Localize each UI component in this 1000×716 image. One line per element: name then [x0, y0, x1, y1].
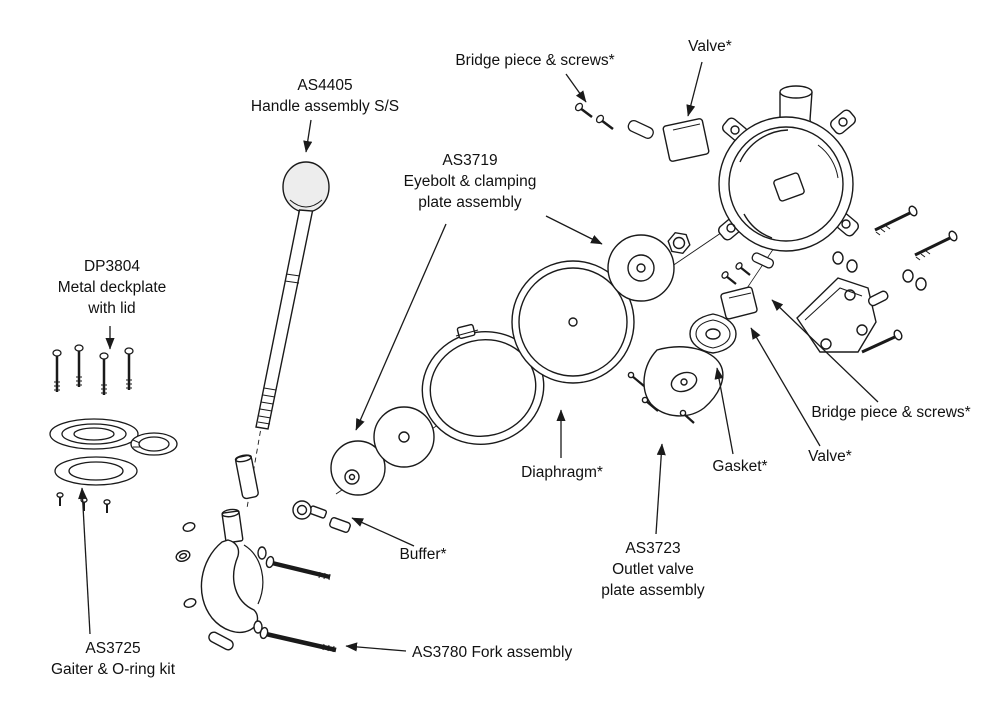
arrow-valve-top: [686, 61, 703, 117]
arrow-handle: [303, 119, 313, 153]
arrow-bridge-right: [771, 299, 879, 403]
top-valve-drawing: [662, 118, 710, 162]
label-diaphragm: Diaphragm*: [521, 464, 603, 481]
deckplate-drawing: [49, 344, 178, 513]
label-valve-top: Valve*: [688, 38, 732, 55]
diaphragm-drawing: [511, 260, 635, 384]
right-bridge-screws-drawing: [721, 252, 774, 285]
bracket-assembly-drawing: [796, 205, 958, 354]
label-gasket: Gasket*: [712, 458, 768, 475]
leader-arrows: [78, 61, 879, 652]
top-bridge-screws-drawing: [574, 102, 654, 139]
gasket-drawing: [689, 313, 737, 354]
arrow-outlet: [655, 443, 666, 535]
label-deckplate: DP3804 Metal deckplate with lid: [57, 258, 167, 317]
arrow-valve-right: [750, 327, 821, 447]
arrow-eyebolt-right: [545, 215, 603, 245]
fork-assembly-drawing: [175, 508, 337, 653]
eyebolt-washers-drawing: [330, 406, 435, 496]
arrow-bridge-top: [565, 73, 587, 103]
arrow-fork: [345, 642, 407, 652]
label-eyebolt-assembly: AS3719 Eyebolt & clamping plate assembly: [403, 152, 537, 211]
label-valve-right: Valve*: [808, 448, 852, 465]
pump-body-drawing: [718, 85, 859, 252]
label-buffer: Buffer*: [399, 546, 447, 563]
label-fork-assembly: AS3780 Fork assembly: [412, 644, 573, 661]
label-handle-assembly: AS4405 Handle assembly S/S: [195, 75, 455, 117]
label-handle-name: Handle assembly S/S: [250, 98, 400, 115]
arrow-gaiter: [78, 487, 91, 635]
label-bridge-top: Bridge piece & screws*: [455, 52, 615, 69]
handle-assembly-drawing: [234, 161, 330, 500]
right-valve-drawing: [720, 286, 758, 320]
clamping-plate-drawing: [607, 231, 691, 302]
buffer-drawing: [292, 500, 351, 533]
arrow-gasket: [714, 367, 734, 455]
label-outlet-valve-plate: AS3723 Outlet valve plate assembly: [601, 540, 705, 599]
clamp-ring-drawing: [421, 323, 545, 446]
label-handle-code: AS4405: [297, 77, 353, 94]
arrow-buffer: [351, 517, 415, 547]
label-gaiter-kit: AS3725 Gaiter & O-ring kit: [50, 640, 176, 678]
arrow-eyebolt-left: [355, 223, 447, 431]
outlet-valve-plate-drawing: [627, 346, 724, 424]
label-bridge-right: Bridge piece & screws*: [811, 404, 971, 421]
